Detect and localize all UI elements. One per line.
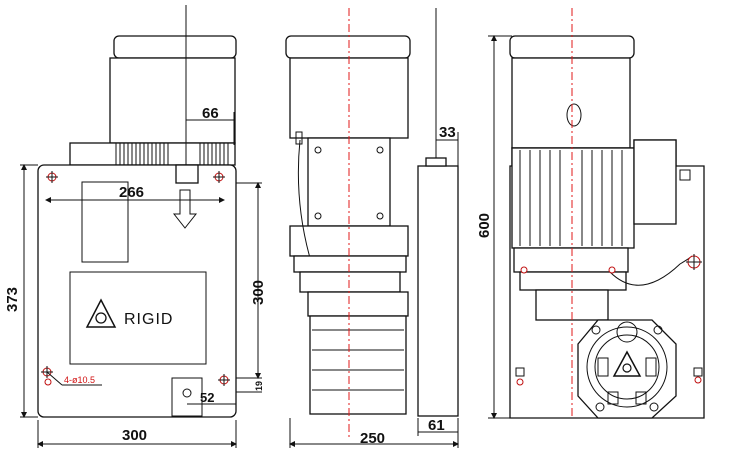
dim-52: 52 (200, 390, 214, 405)
dim-600: 600 (476, 213, 493, 238)
dim-61: 61 (428, 417, 445, 434)
dim-250: 250 (360, 430, 385, 447)
motor-cap (113, 35, 237, 59)
hole-note: 4-ø10.5 (64, 375, 95, 385)
dim-33: 33 (439, 124, 456, 141)
rear-motor-body (511, 57, 631, 149)
logo-text: RIGID (124, 311, 173, 328)
dim-19: 19 (254, 381, 264, 391)
dim-266: 266 (119, 184, 144, 201)
dim-373: 373 (4, 287, 21, 312)
rear-view: 600 (476, 8, 705, 419)
rear-logo-icon (612, 350, 642, 377)
front-view: RIGID 66 266 373 300 19 52 (4, 5, 267, 448)
dim-300-width: 300 (122, 427, 147, 444)
dim-300-vertical: 300 (250, 280, 267, 305)
rear-gearbox (577, 319, 677, 419)
side-motor-cap (285, 35, 411, 59)
mounting-plate (417, 165, 459, 417)
motor-body (109, 57, 236, 144)
upper-window (81, 181, 129, 263)
rigid-logo-icon (85, 298, 117, 328)
side-view: 33 250 61 (285, 8, 459, 448)
logo-panel (69, 271, 207, 365)
dim-66: 66 (202, 105, 219, 122)
shaft-box (175, 164, 199, 184)
side-gearbox (309, 315, 407, 415)
front-housing (37, 164, 237, 418)
